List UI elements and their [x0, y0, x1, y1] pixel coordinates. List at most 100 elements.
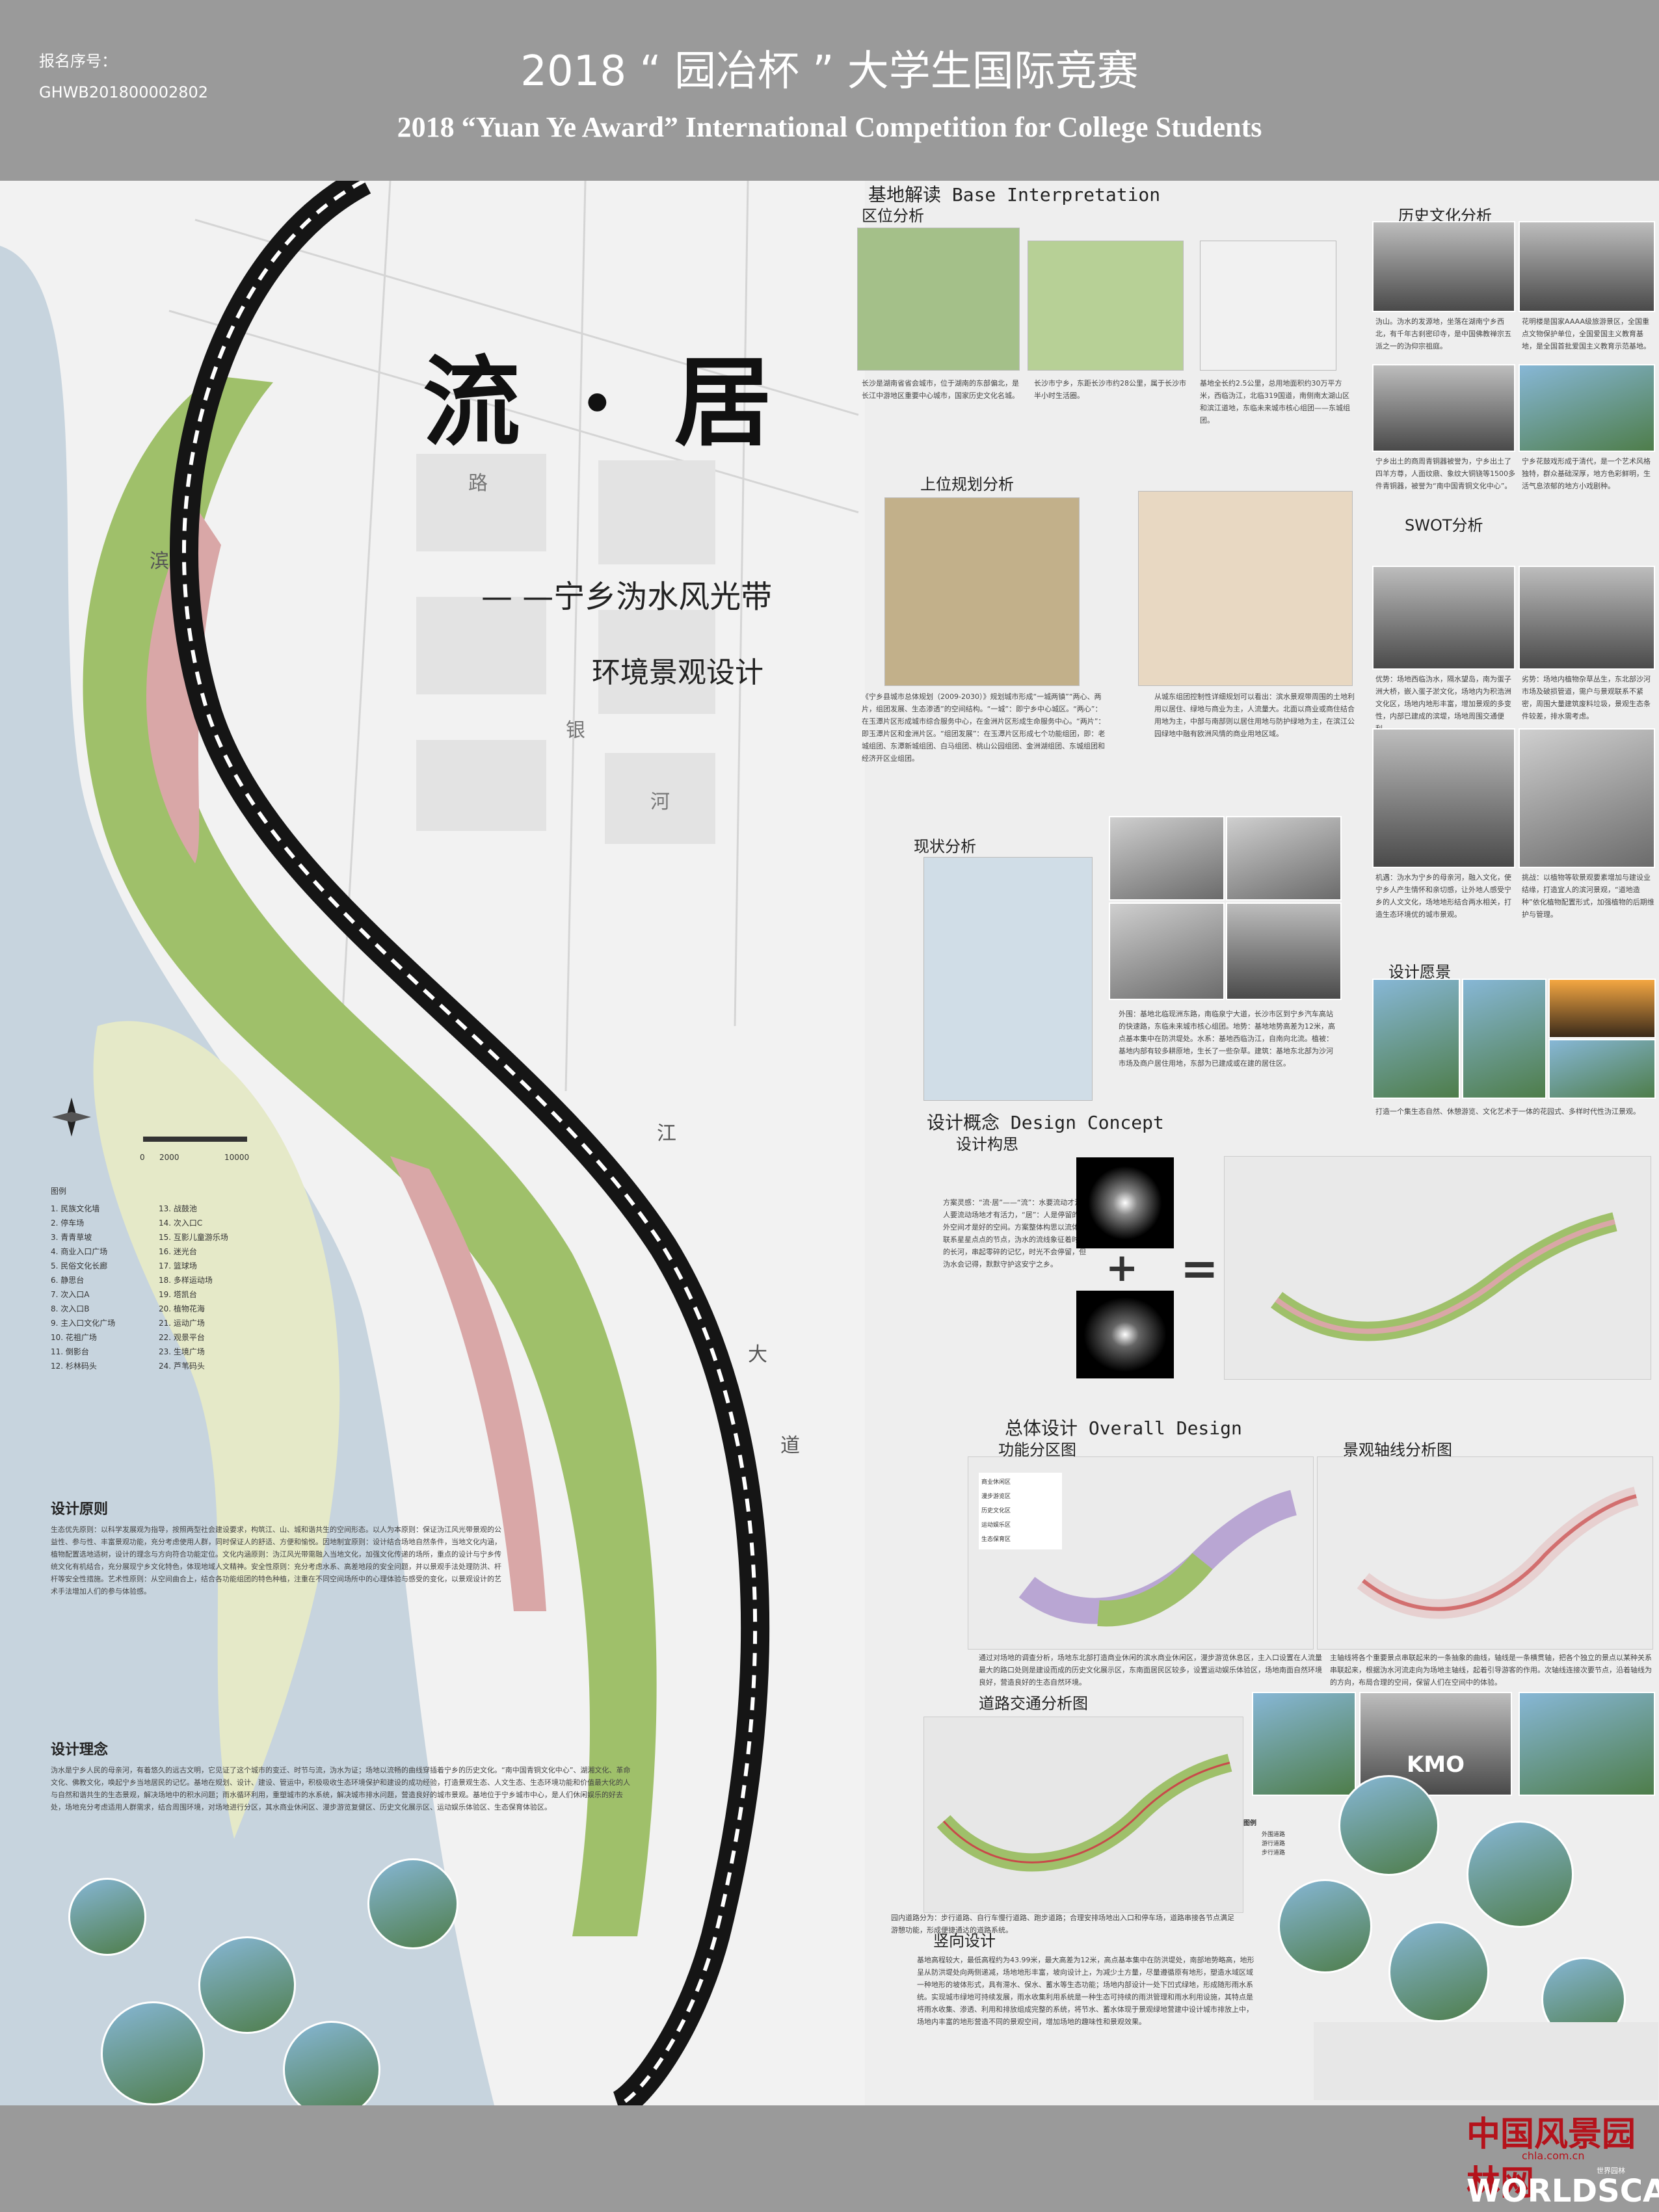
upper-plan-map-1	[884, 497, 1080, 686]
waterfront-photo-1	[101, 2001, 205, 2105]
swot-text-2: 劣势：场地内植物杂草丛生，东北部沙河市场及破损管道，需户与景观联系不紧密，周围大…	[1522, 675, 1651, 720]
location-map-site	[1200, 241, 1336, 371]
swot-photo-3	[1372, 728, 1515, 868]
footer-bar: 中国风景园林网 chla.com.cn 世界园林 WORLDSCAPE	[0, 2105, 1659, 2212]
vertical-photo-4	[1388, 1921, 1489, 2022]
concept-block-title: 设计理念	[51, 1742, 109, 1758]
title-en: 2018 “Yuan Ye Award” International Compe…	[397, 111, 1262, 143]
legend-item: 3. 青青草坡	[51, 1233, 92, 1242]
traffic-legend-item: 步行道路	[1262, 1850, 1286, 1856]
vision-photo-1	[1372, 979, 1460, 1099]
vision-photo-2	[1462, 979, 1546, 1099]
concept-block-text: 沩水是宁乡人民的母亲河，有着悠久的远古文明，它见证了这个城市的变迁、时节与流，沩…	[51, 1766, 631, 1811]
design-concept-sub: 设计构思	[956, 1135, 1018, 1153]
legend-item: 6. 静思台	[51, 1276, 85, 1285]
status-map	[923, 857, 1093, 1101]
title-cn: 2018 “ 园冶杯 ” 大学生国际竞赛	[520, 47, 1139, 96]
axis-text: 主轴线将各个重要景点串联起来的一条抽象的曲线，轴线是一条横贯轴，把各个独立的景点…	[1330, 1653, 1652, 1687]
legend-item: 11. 倒影台	[51, 1347, 89, 1356]
legend-item: 1. 民族文化墙	[51, 1204, 100, 1213]
traffic-text: 园内道路分为：步行道路、自行车慢行道路、跑步道路；合理安排场地出入口和停车场，道…	[891, 1914, 1234, 1934]
principles-title: 设计原则	[51, 1501, 109, 1518]
swot-photo-4	[1519, 728, 1655, 868]
legend-item: 8. 次入口B	[51, 1304, 90, 1313]
overall-title: 总体设计 Overall Design	[1005, 1417, 1242, 1439]
poster-subtitle-1: — —宁乡沩水风光带	[481, 579, 773, 615]
traffic-photo-3	[1519, 1692, 1655, 1796]
function-legend-item: 运动娱乐区	[981, 1522, 1011, 1529]
wetland-photo-1	[198, 1936, 296, 2034]
design-concept-text: 方案灵感：“流·居”——“流”：水要流动才活，人要流动场地才有活力，“居”：人是…	[943, 1198, 1089, 1269]
legend-item: 23. 生境广场	[159, 1347, 205, 1356]
mascot-photo	[68, 1878, 146, 1956]
traffic-drawing	[936, 1754, 1232, 1872]
status-title: 现状分析	[914, 837, 976, 856]
swot-text-1: 优势：场地西临沩水，隔水望岛，南为蛋子洲大桥，嵌入蛋子淤文化，场地内为积浩洲文化…	[1375, 675, 1511, 733]
footer-logo-small: 世界园林	[1597, 2166, 1625, 2175]
function-legend: 商业休闲区漫步游览区历史文化区运动娱乐区生态保育区	[979, 1473, 1062, 1549]
legend-item: 15. 互影儿童游乐场	[159, 1233, 228, 1242]
map-label-6: 银	[566, 719, 585, 742]
concept-plan-drawing	[1271, 1212, 1617, 1341]
function-legend-item: 历史文化区	[981, 1508, 1011, 1514]
vertical-photo-1	[1338, 1775, 1439, 1876]
traffic-title: 道路交通分析图	[979, 1694, 1088, 1713]
principles-text: 生态优先原则：以科学发展观为指导，按照两型社会建设要求，构筑江、山、城和谐共生的…	[51, 1525, 501, 1596]
traffic-legend: 外围道路游行道路步行道路	[1262, 1830, 1320, 1858]
legend-item: 20. 植物花海	[159, 1304, 205, 1313]
location-text-3: 基地全长约2.5公里，总用地面积约30万平方米，西临沩江，北临319国道，南侧南…	[1200, 379, 1350, 425]
status-photo-4	[1226, 902, 1342, 1000]
vertical-photo-3	[1278, 1879, 1372, 1973]
traffic-legend-item: 外围道路	[1262, 1832, 1286, 1838]
concept-image-star	[1076, 1157, 1174, 1248]
kmo-road-marking: KMO	[1406, 1752, 1465, 1778]
vertical-text: 基地高程较大，最低高程约为43.99米，最大高差为12米，高点基本集中在防洪堤处…	[917, 1956, 1254, 2026]
base-section-title: 基地解读 Base Interpretation	[868, 184, 1161, 205]
legend-item: 16. 迷光台	[159, 1247, 197, 1256]
landscape-photo-1	[367, 1858, 458, 1949]
north-arrow-icon	[52, 1098, 91, 1137]
history-text-1: 沩山。沩水的发源地，坐落在湖南宁乡西北，有千年古刹密印寺，是中国佛教禅宗五派之一…	[1375, 317, 1511, 350]
poster-title: 流 · 居	[423, 345, 785, 460]
legend-item: 2. 停车场	[51, 1218, 85, 1228]
map-label-2: 江	[657, 1122, 676, 1145]
vision-photo-4	[1548, 1039, 1656, 1099]
map-label-5: 路	[468, 472, 488, 495]
legend-item: 10. 花祖广场	[51, 1333, 97, 1342]
traffic-photo-1	[1252, 1692, 1356, 1796]
status-photo-3	[1109, 902, 1225, 1000]
registration-label: 报名序号：	[39, 52, 117, 70]
map-label-1: 滨	[150, 550, 169, 573]
aerial-photo-1	[283, 2021, 380, 2118]
function-title: 功能分区图	[998, 1441, 1076, 1459]
history-photo-3	[1372, 364, 1515, 452]
map-label-3: 大	[748, 1343, 767, 1366]
concept-image-flow	[1076, 1291, 1174, 1378]
function-text: 通过对场地的调查分析，场地东北部打造商业休闲的滨水商业休闲区，漫步游览休息区，主…	[979, 1653, 1322, 1687]
scale-label-2: 10000	[224, 1153, 250, 1162]
status-photo-1	[1109, 816, 1225, 901]
concept-plus: +	[1106, 1245, 1139, 1291]
location-map-changsha	[1028, 241, 1184, 371]
concept-equals: =	[1180, 1242, 1219, 1295]
scale-bar	[143, 1137, 247, 1142]
status-photo-2	[1226, 816, 1342, 901]
legend-item: 18. 多样运动场	[159, 1276, 213, 1285]
function-zoning-drawing	[1018, 1490, 1297, 1627]
vision-photo-3	[1548, 979, 1656, 1038]
vision-text: 打造一个集生态自然、休憩游览、文化艺术于一体的花园式、多样时代性沩江景观。	[1375, 1107, 1640, 1116]
footer-logo-url: chla.com.cn	[1522, 2150, 1585, 2162]
legend-item: 7. 次入口A	[51, 1290, 90, 1299]
vertical-photo-2	[1467, 1821, 1574, 1928]
legend-item: 22. 观景平台	[159, 1333, 205, 1342]
function-legend-item: 漫步游览区	[981, 1494, 1011, 1500]
axis-title: 景观轴线分析图	[1343, 1441, 1452, 1459]
location-text-2: 长沙市宁乡，东距长沙市约28公里，属于长沙市半小时生活圈。	[1034, 379, 1186, 400]
axis-map	[1317, 1456, 1653, 1650]
footer-logo-cn: 中国风景园林网	[1467, 2114, 1636, 2203]
function-legend-item: 生态保育区	[981, 1536, 1011, 1543]
legend-item: 4. 商业入口广场	[51, 1247, 108, 1256]
legend-item: 14. 次入口C	[159, 1218, 203, 1228]
